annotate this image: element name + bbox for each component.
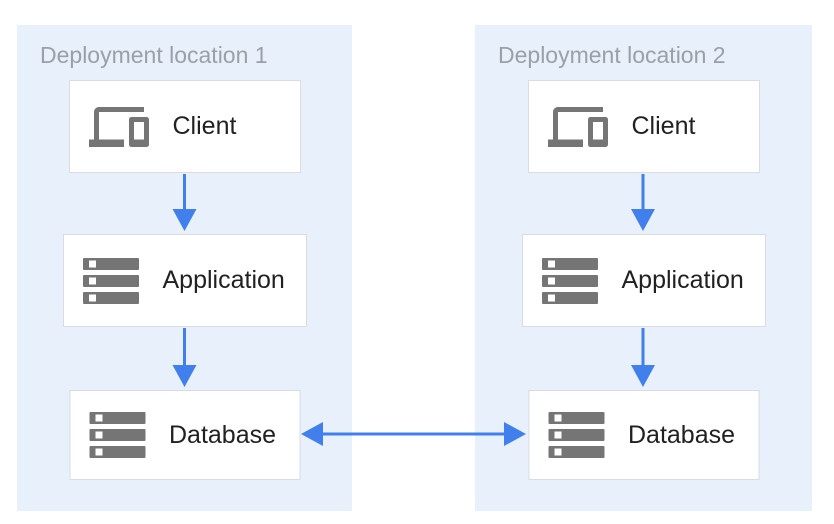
server-stack-icon <box>541 257 598 304</box>
server-stack-icon <box>82 257 139 304</box>
panel-title: Deployment location 1 <box>40 42 268 68</box>
server-stack-icon <box>548 412 604 458</box>
devices-icon <box>88 97 149 157</box>
client-node: Client <box>527 80 760 173</box>
database-node: Database <box>69 390 300 480</box>
server-stack-icon <box>89 412 145 458</box>
database-node: Database <box>528 390 759 480</box>
node-label: Application <box>621 266 744 294</box>
application-node: Application <box>521 234 766 327</box>
deployment-location-2-panel: Deployment location 2 Client <box>475 25 812 511</box>
application-node: Application <box>62 234 307 327</box>
node-label: Client <box>631 112 696 140</box>
panel-title: Deployment location 2 <box>498 42 726 68</box>
client-node: Client <box>68 80 301 173</box>
deployment-location-1-panel: Deployment location 1 Client <box>17 25 352 511</box>
node-label: Client <box>172 112 237 140</box>
devices-icon <box>547 97 608 157</box>
node-label: Database <box>169 420 277 449</box>
node-label: Database <box>628 420 736 449</box>
node-label: Application <box>162 266 285 294</box>
